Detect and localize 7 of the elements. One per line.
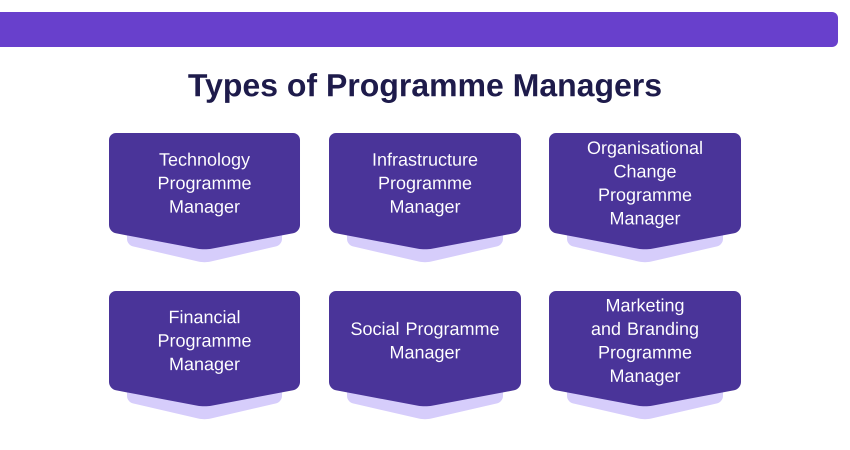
label-card: Organisational Change Programme Manager <box>549 133 741 250</box>
label-card: Marketing and Branding Programme Manager <box>549 291 741 406</box>
label-card: Technology Programme Manager <box>109 133 300 250</box>
label-card: Financial Programme Manager <box>109 291 300 406</box>
label-card: Social Programme Manager <box>329 291 521 406</box>
title: Types of Programme Managers <box>188 73 661 103</box>
label-card: Infrastructure Programme Manager <box>329 133 521 250</box>
